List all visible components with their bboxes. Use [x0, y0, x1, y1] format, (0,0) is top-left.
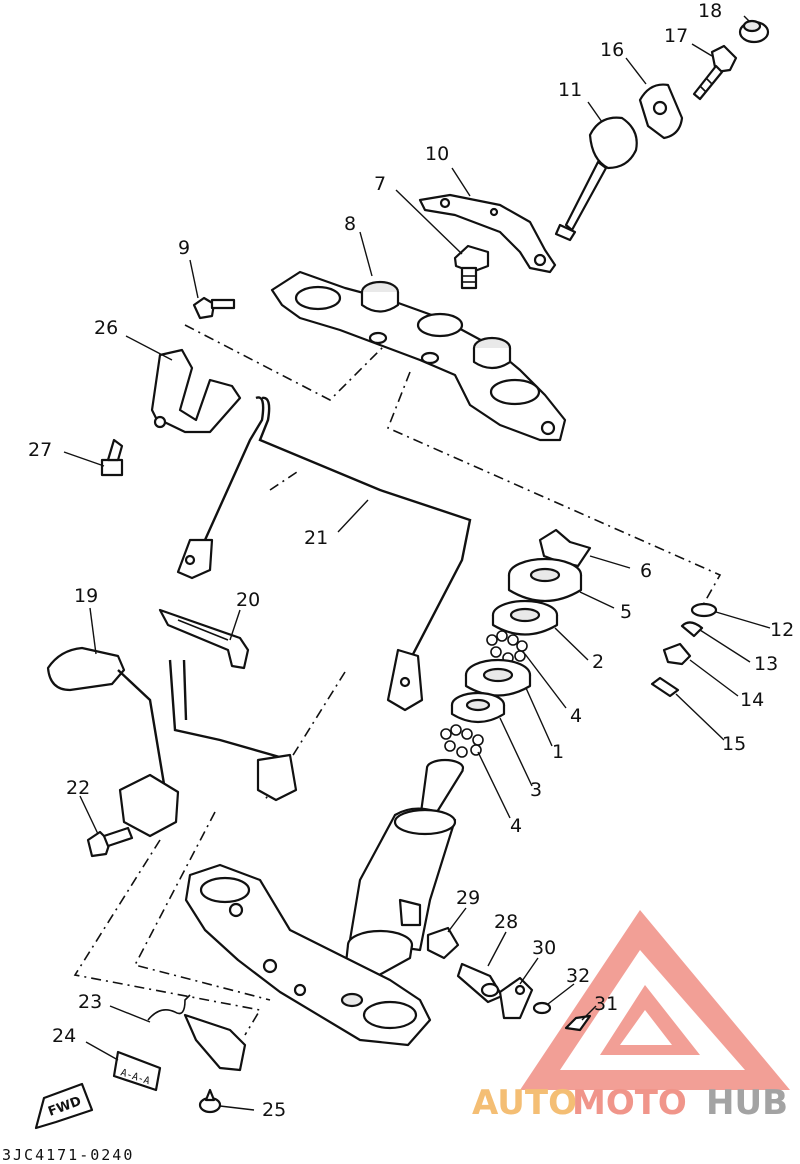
callout-28: 28 [494, 911, 518, 933]
callout-9: 9 [178, 237, 190, 259]
race-2 [491, 599, 559, 636]
watermark-triangle-inner [600, 985, 700, 1055]
bracket-26 [150, 348, 242, 434]
callout-29: 29 [456, 887, 480, 909]
pin-15 [650, 676, 680, 698]
callout-7: 7 [374, 173, 386, 195]
callout-labels: 18 17 16 11 10 7 8 9 26 27 21 6 5 2 4 1 … [28, 0, 794, 1121]
balls-4-lower [440, 724, 484, 758]
race-1 [464, 658, 532, 697]
callout-32: 32 [566, 965, 590, 987]
nut-14 [662, 642, 692, 666]
watermark-moto: MOTO [572, 1083, 687, 1123]
watermark-logo: AUTO MOTO HUB [472, 910, 790, 1123]
callout-15: 15 [722, 733, 746, 755]
rod-21 [176, 396, 472, 712]
callout-8: 8 [344, 213, 356, 235]
callout-11: 11 [558, 79, 582, 101]
callout-26: 26 [94, 317, 118, 339]
callout-23: 23 [78, 991, 102, 1013]
upper-bracket [270, 270, 567, 442]
callout-5: 5 [620, 601, 632, 623]
callout-16: 16 [600, 39, 624, 61]
balls-4-upper [486, 630, 528, 664]
plate-10 [418, 193, 557, 274]
callout-17: 17 [664, 25, 688, 47]
fwd-arrow: FWD [34, 1082, 94, 1130]
callout-19: 19 [74, 585, 98, 607]
bolt-28 [456, 962, 504, 1004]
callout-4a: 4 [570, 705, 582, 727]
lever-11 [554, 116, 638, 242]
washer-6 [538, 528, 592, 568]
callout-31: 31 [594, 993, 618, 1015]
watermark-hub: HUB [706, 1083, 788, 1123]
washer-32 [532, 1001, 552, 1015]
bolt-22 [86, 826, 134, 858]
clip-13 [680, 621, 704, 638]
bolt-9 [192, 296, 236, 320]
bolt-17 [692, 44, 738, 101]
clamp-29 [426, 926, 460, 960]
emblem-24: A-A-A [112, 1050, 162, 1092]
callout-6: 6 [640, 560, 652, 582]
spring-23 [147, 994, 247, 1072]
key-20 [158, 608, 250, 670]
leader-lines [63, 15, 771, 1111]
ring-5 [507, 557, 583, 602]
callout-30: 30 [532, 937, 556, 959]
drawing-code: 3JC4171-0240 [2, 1146, 134, 1164]
callout-21: 21 [304, 527, 328, 549]
stand-19 [46, 646, 298, 838]
bolt-7 [453, 244, 490, 290]
callout-13: 13 [754, 653, 778, 675]
washer-12 [690, 602, 718, 618]
callout-14: 14 [740, 689, 764, 711]
callout-4b: 4 [510, 815, 522, 837]
callout-24: 24 [52, 1025, 76, 1047]
callout-2: 2 [592, 651, 604, 673]
callout-10: 10 [425, 143, 449, 165]
callout-3: 3 [530, 779, 542, 801]
callout-27: 27 [28, 439, 52, 461]
plate-30 [498, 976, 534, 1020]
screw-25 [198, 1088, 222, 1114]
callout-20: 20 [236, 589, 260, 611]
watermark-auto: AUTO [472, 1083, 577, 1123]
nut-18 [738, 19, 770, 44]
callout-1: 1 [552, 741, 564, 763]
race-3 [450, 691, 506, 724]
watermark-triangle [520, 910, 790, 1090]
screw-31 [564, 1014, 592, 1032]
callout-12: 12 [770, 619, 794, 641]
callout-22: 22 [66, 777, 90, 799]
clamp-16 [638, 83, 684, 140]
under-bracket [184, 863, 432, 1047]
callout-18: 18 [698, 0, 722, 22]
callout-25: 25 [262, 1099, 286, 1121]
screw-27 [100, 438, 124, 477]
